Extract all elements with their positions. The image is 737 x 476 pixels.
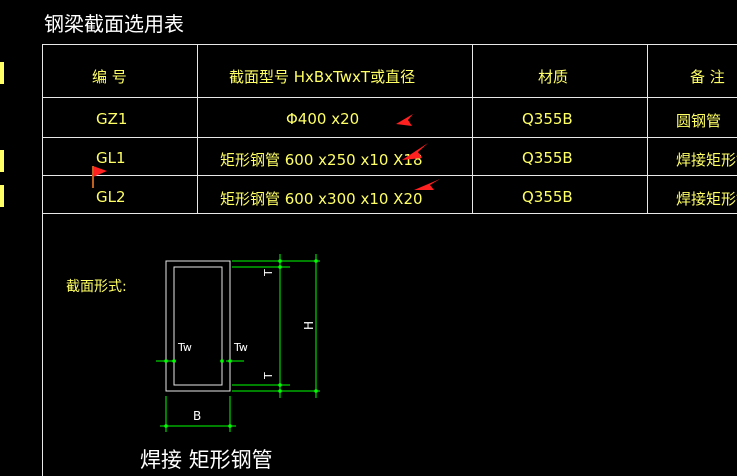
section-inner-outline [173, 266, 223, 386]
left-edge-mark-3 [0, 185, 4, 207]
tw-left-label: Tw [177, 341, 192, 354]
row2-id: GL1 [96, 149, 126, 167]
red-flag-pole [92, 166, 94, 188]
red-flag-icon [93, 166, 107, 177]
t-top-label: T [262, 269, 275, 277]
red-arrow-3-icon [414, 179, 440, 190]
drawing-title: 钢梁截面选用表 [44, 12, 184, 36]
left-edge-mark-1 [0, 62, 4, 84]
row2-spec: 矩形钢管 600 x250 x10 X18 [220, 151, 423, 169]
section-outer-outline [165, 260, 231, 392]
header-material: 材质 [538, 68, 569, 86]
row3-material: Q355B [522, 188, 573, 206]
section-form-label: 截面形式: [66, 279, 127, 295]
row1-spec: Φ400 x20 [286, 110, 360, 128]
row3-spec: 矩形钢管 600 x300 x10 X20 [220, 190, 423, 208]
header-id: 编 号 [92, 68, 127, 86]
section-caption: 焊接 矩形钢管 [140, 448, 273, 472]
red-arrow-1-icon [396, 114, 413, 126]
row3-id: GL2 [96, 188, 126, 206]
b-label: B [193, 409, 201, 423]
header-spec: 截面型号 HxBxTwxT或直径 [229, 68, 416, 86]
h-label: H [302, 321, 316, 330]
t-bottom-label: T [262, 372, 275, 380]
red-arrow-2-icon [402, 143, 428, 160]
header-note: 备 注 [690, 68, 725, 86]
row1-id: GZ1 [96, 110, 128, 128]
row2-material: Q355B [522, 149, 573, 167]
row1-note: 圆钢管 [676, 112, 722, 130]
row1-material: Q355B [522, 110, 573, 128]
left-edge-mark-2 [0, 150, 4, 172]
tw-right-label: Tw [233, 341, 248, 354]
